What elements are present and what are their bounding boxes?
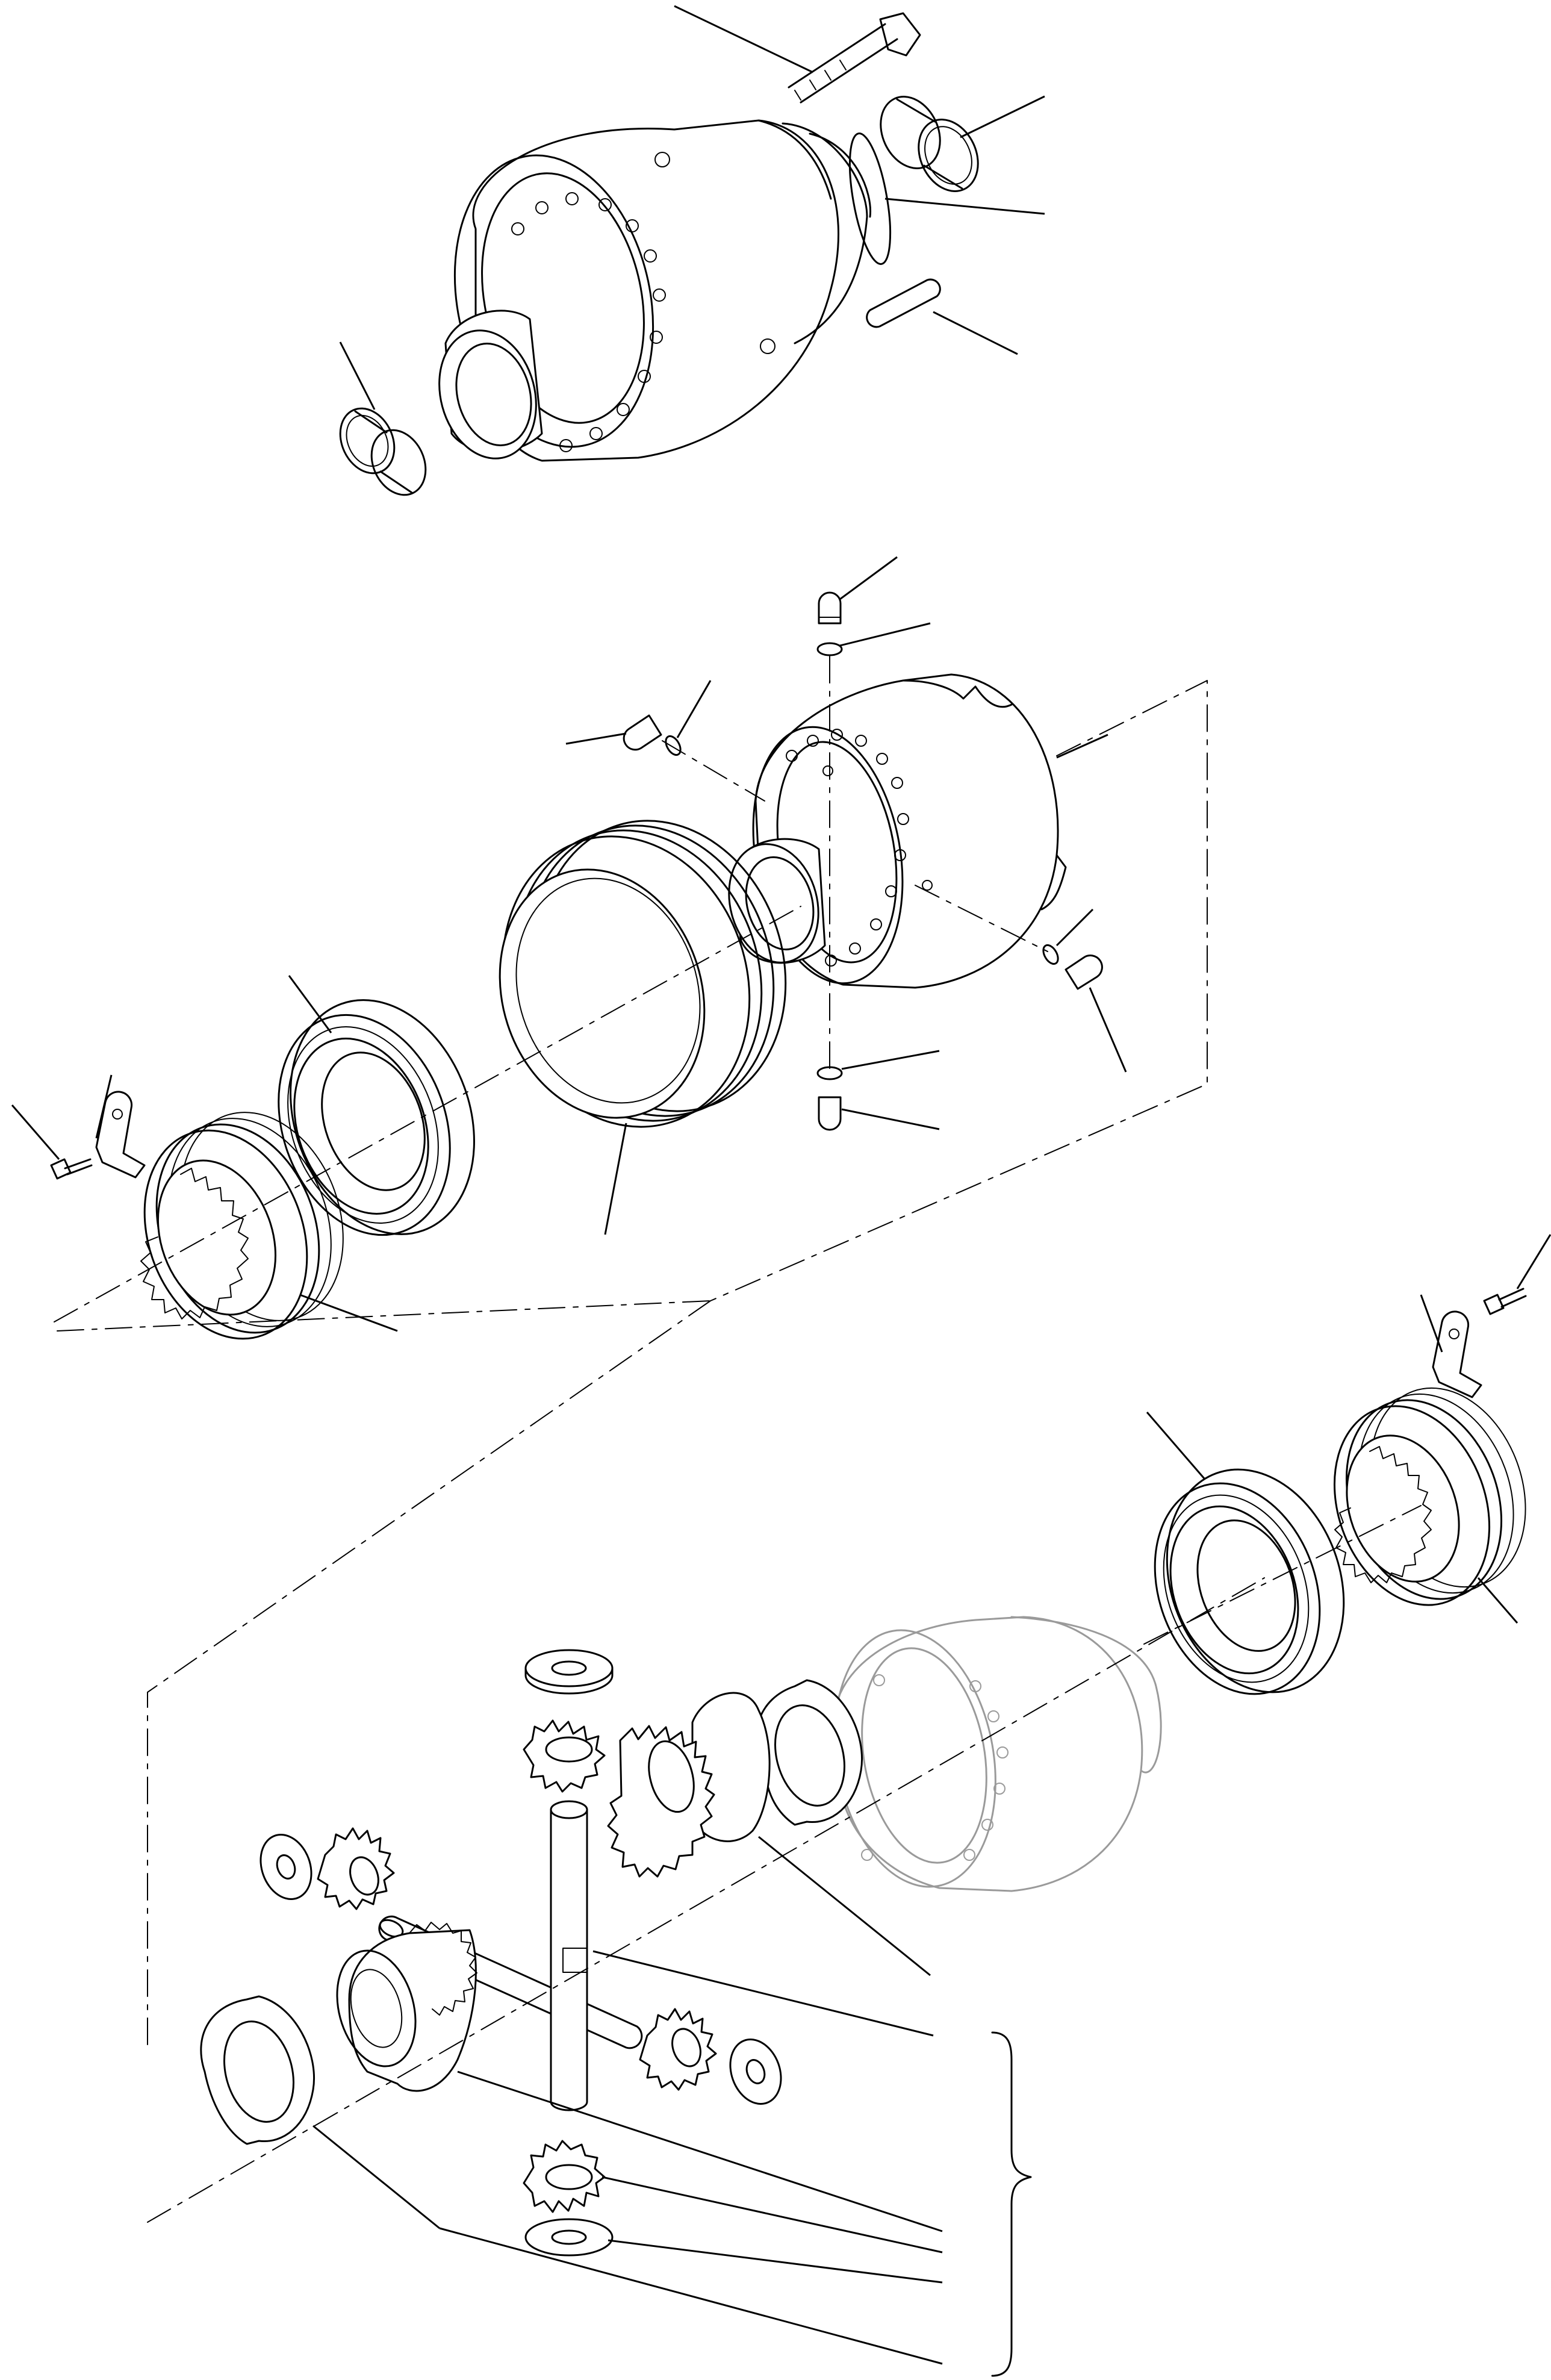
bolt-icon [50,1158,93,1180]
ring-nut-icon [140,1112,344,1340]
bushing-icon [880,96,979,192]
bearing-icon [278,999,475,1236]
gear-icon [523,2140,606,2213]
washer-icon [200,1995,315,2145]
pin-icon [818,591,842,625]
o-ring-icon [665,735,682,756]
gear-icon [639,2008,717,2091]
housing-bearing-group [11,556,1208,1340]
bushing-icon [339,407,427,496]
washer-icon [524,2218,614,2257]
gear-icon [317,1827,395,1910]
housing-icon [833,1616,1162,1892]
brace-icon [991,2031,1032,2377]
washer-icon [524,1649,614,1695]
bearing-icon [1154,1468,1345,1695]
bolt-icon [1483,1288,1527,1315]
o-ring-icon [816,642,843,656]
bracket-icon [1432,1310,1482,1398]
pin-icon [866,278,941,328]
gear-icon [607,1692,771,1878]
ring-nut-icon [1333,1387,1526,1606]
washer-icon [260,1834,312,1900]
o-ring-icon [1042,944,1059,965]
shaft-icon [550,1800,588,2111]
assembled-housing-group [339,5,1045,496]
pin-icon [1065,955,1103,990]
gear-icon [523,1719,606,1793]
housing-icon [438,119,892,462]
gear-icon [336,1922,477,2092]
pin-icon [818,1096,842,1131]
pin-icon [623,714,662,751]
bracket-icon [95,1091,146,1179]
bolt-icon [788,12,921,104]
washer-icon [755,1679,863,1826]
ring-icon [499,820,787,1128]
differential-gears-group [147,1234,1551,2377]
washer-icon [729,2039,782,2105]
